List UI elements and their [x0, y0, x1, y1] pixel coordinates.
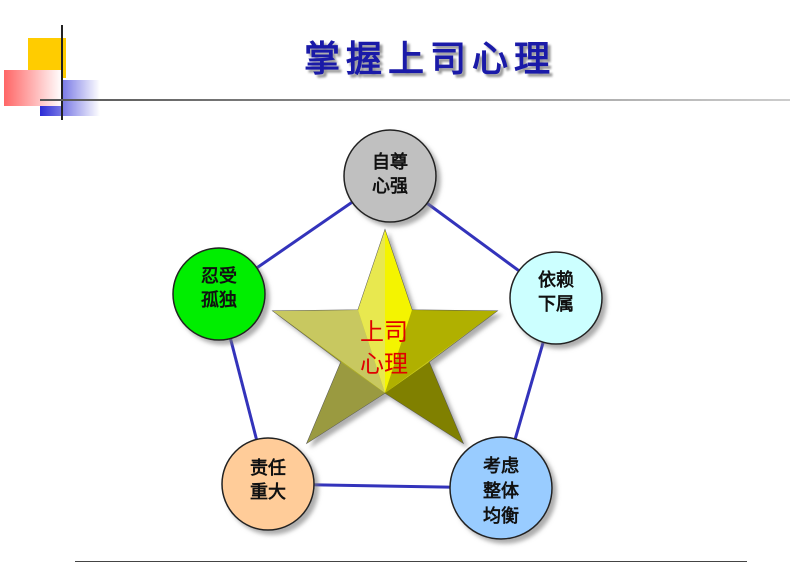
node-label: 重大 — [250, 481, 286, 503]
node-label: 忍受 — [201, 265, 237, 287]
header-rule — [40, 99, 790, 101]
node-label: 依赖 — [538, 269, 574, 291]
node-label: 考虑 — [483, 455, 519, 477]
page-title: 掌握上司心理 — [303, 39, 556, 80]
node-self-esteem: 自尊 心强 — [343, 129, 437, 223]
center-label-line1: 上司 — [360, 318, 408, 346]
center-label-line2: 心理 — [360, 350, 408, 378]
node-rely-on-subordinates: 依赖 下属 — [509, 251, 603, 345]
node-label: 下属 — [538, 294, 574, 315]
node-overall-balance: 考虑 整体 均衡 — [449, 436, 553, 540]
node-label: 心强 — [372, 176, 408, 197]
node-label: 孤独 — [201, 289, 237, 311]
node-label: 整体 — [482, 480, 520, 502]
header-vertical-line — [61, 25, 63, 120]
node-endure-loneliness: 忍受 孤独 — [172, 247, 266, 341]
node-heavy-responsibility: 责任 重大 — [221, 437, 315, 531]
node-label: 责任 — [250, 457, 286, 479]
footer-rule — [75, 561, 747, 562]
node-label: 均衡 — [483, 505, 519, 527]
node-label: 自尊 — [372, 151, 408, 173]
center-star — [271, 228, 499, 445]
